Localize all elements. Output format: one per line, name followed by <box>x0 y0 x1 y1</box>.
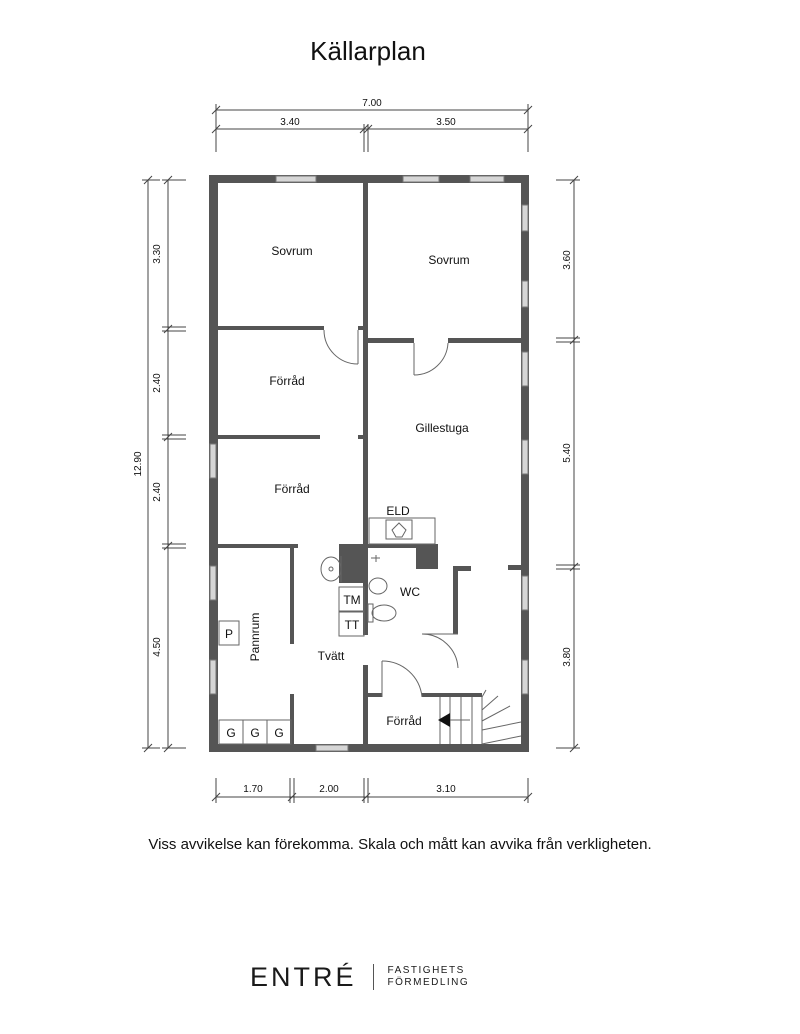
stair-arrow <box>438 713 450 727</box>
fixtures <box>218 517 436 745</box>
dim-left-total: 12.90 <box>133 451 144 476</box>
dim-left-2: 2.40 <box>152 373 163 393</box>
exterior-wall <box>209 175 529 752</box>
dim-top-right: 3.50 <box>436 117 456 128</box>
label-tm: TM <box>343 593 360 607</box>
interior-walls <box>218 183 521 744</box>
dim-left-3: 2.40 <box>152 482 163 502</box>
room-pannrum: Pannrum <box>248 613 262 662</box>
dim-right-2: 5.40 <box>562 443 573 463</box>
page-title: Källarplan <box>310 36 426 66</box>
floor-plan: 7.00 3.40 3.50 12.90 3.30 2.40 2.40 4.50… <box>133 98 580 803</box>
wc-sink <box>368 577 388 595</box>
label-eld: ELD <box>386 504 410 518</box>
label-p: P <box>225 627 233 641</box>
dim-right-3: 3.80 <box>562 647 573 667</box>
toilet-bowl <box>371 604 397 622</box>
logo-wordmark: ENTRÉ <box>250 961 357 992</box>
sink <box>320 556 342 582</box>
label-g-1: G <box>226 726 235 740</box>
room-tvatt: Tvätt <box>318 649 345 663</box>
label-g-3: G <box>274 726 283 740</box>
logo-divider <box>372 964 374 990</box>
dim-top-total: 7.00 <box>362 98 382 109</box>
dimension-lines <box>142 104 580 803</box>
room-sovrum-left: Sovrum <box>271 244 312 258</box>
logo-subtitle: FASTIGHETS FÖRMEDLING <box>388 965 470 989</box>
dim-left-1: 3.30 <box>152 244 163 264</box>
room-wc: WC <box>400 585 420 599</box>
g-box-3 <box>266 719 292 745</box>
label-tt: TT <box>345 618 360 632</box>
tt-box <box>338 611 365 637</box>
dim-bottom-2: 2.00 <box>319 784 339 795</box>
dimension-labels: 7.00 3.40 3.50 12.90 3.30 2.40 2.40 4.50… <box>133 98 573 795</box>
room-sovrum-right: Sovrum <box>428 253 469 267</box>
doors <box>323 329 459 698</box>
brand-logo: ENTRÉ FASTIGHETS FÖRMEDLING <box>250 960 469 994</box>
dim-top-left: 3.40 <box>280 117 300 128</box>
windows <box>209 175 529 752</box>
logo-subtitle-line-1: FASTIGHETS <box>387 965 465 976</box>
room-forrad-upper: Förråd <box>269 374 304 388</box>
eld-stove <box>385 519 413 540</box>
logo-subtitle-line-2: FÖRMEDLING <box>387 977 470 988</box>
staircase <box>439 689 522 745</box>
toilet-tank <box>367 603 374 623</box>
dim-right-1: 3.60 <box>562 250 573 270</box>
label-g-2: G <box>250 726 259 740</box>
tm-box <box>338 586 365 612</box>
p-box <box>218 620 240 646</box>
dim-bottom-1: 1.70 <box>243 784 263 795</box>
disclaimer-text: Viss avvikelse kan förekomma. Skala och … <box>148 836 652 853</box>
room-forrad-lower: Förråd <box>386 714 421 728</box>
room-forrad-middle: Förråd <box>274 482 309 496</box>
room-labels: Sovrum Sovrum Förråd Gillestuga Förråd E… <box>225 244 470 740</box>
dim-bottom-3: 3.10 <box>436 784 456 795</box>
eld-box <box>368 517 436 545</box>
dim-left-4: 4.50 <box>152 637 163 657</box>
room-gillestuga: Gillestuga <box>415 421 469 435</box>
